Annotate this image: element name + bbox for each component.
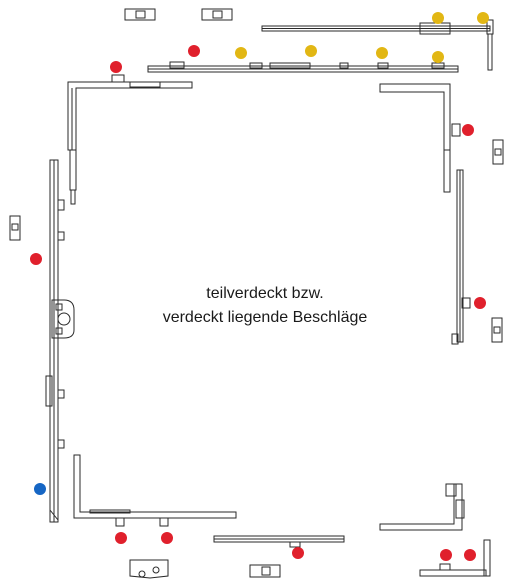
bottom-rail-middle: [213, 535, 345, 548]
marker-red-dot: [440, 549, 452, 561]
marker-red-dot: [115, 532, 127, 544]
caption-line-2: verdeckt liegende Beschläge: [162, 309, 368, 326]
keeper-part-bottom-middle: [249, 564, 281, 578]
marker-yellow-dot: [305, 45, 317, 57]
marker-yellow-dot: [432, 51, 444, 63]
handle-gearbox: [51, 299, 75, 339]
right-vertical-rail: [451, 169, 471, 345]
marker-red-dot: [292, 547, 304, 559]
marker-yellow-dot: [376, 47, 388, 59]
keeper-part-left: [9, 215, 21, 241]
marker-yellow-dot: [235, 47, 247, 59]
keeper-part-right-lower: [491, 317, 503, 343]
marker-red-dot: [474, 297, 486, 309]
marker-red-dot: [30, 253, 42, 265]
caption-line-1: teilverdeckt bzw.: [206, 285, 324, 302]
marker-red-dot: [188, 45, 200, 57]
left-vertical-rail: [45, 159, 65, 523]
marker-red-dot: [110, 61, 122, 73]
top-rail-lower: [147, 61, 459, 73]
marker-red-dot: [464, 549, 476, 561]
bottom-rail-right: [419, 539, 491, 577]
marker-yellow-dot: [477, 12, 489, 24]
corner-drive-bottom-left: [73, 454, 237, 527]
marker-blue-dot: [34, 483, 46, 495]
marker-red-dot: [161, 532, 173, 544]
keeper-part-bottom-left: [129, 559, 169, 579]
marker-red-dot: [462, 124, 474, 136]
keeper-part-top-middle: [201, 8, 233, 21]
left-arm-upper: [69, 149, 77, 205]
keeper-part-top-left: [124, 8, 156, 21]
corner-drive-bottom-right: [379, 483, 465, 531]
corner-drive-top-right: [379, 83, 461, 193]
keeper-part-right-upper: [492, 139, 504, 165]
corner-drive-top-left: [67, 74, 193, 151]
marker-yellow-dot: [432, 12, 444, 24]
